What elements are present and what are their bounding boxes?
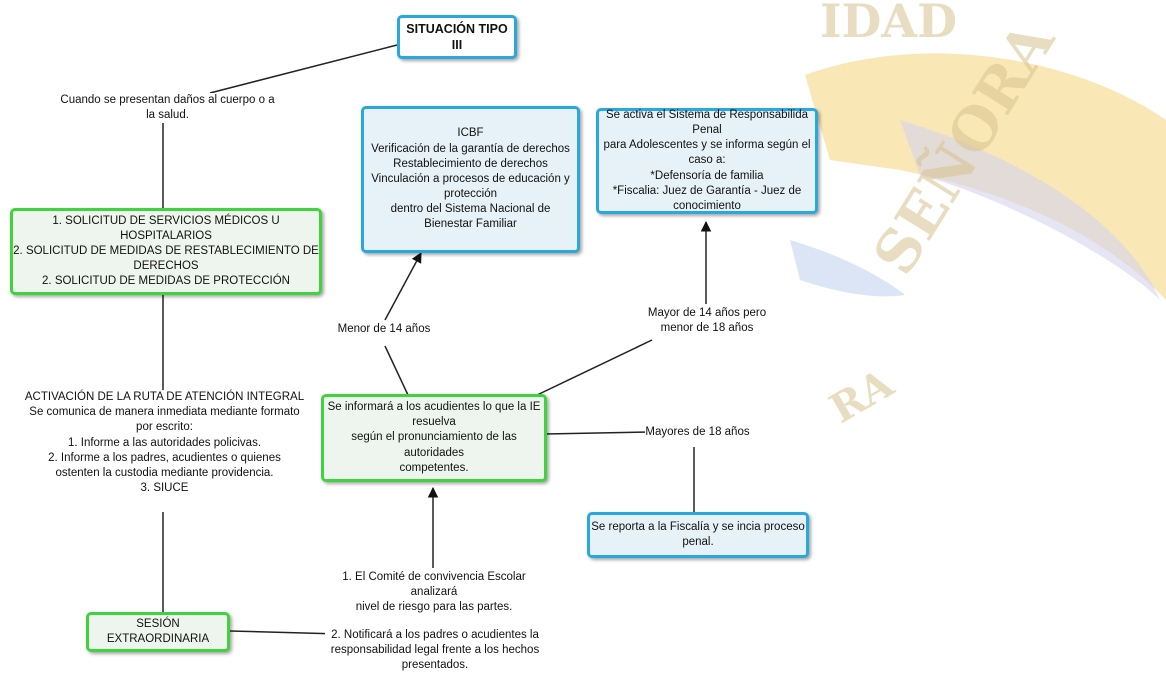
watermark-lavender-band xyxy=(900,120,1160,300)
title-node: SITUACIÓN TIPO III xyxy=(397,15,517,59)
danos-label: Cuando se presentan daños al cuerpo o a … xyxy=(60,93,275,124)
watermark-blue-shape xyxy=(790,240,905,297)
fiscalia-node: Se reporta a la Fiscalía y se incia proc… xyxy=(587,512,809,558)
menor-14-label: Menor de 14 años xyxy=(334,322,434,338)
connector-informara-to-mayores18 xyxy=(544,431,651,435)
sesion-extraordinaria-node: SESIÓN EXTRAORDINARIA xyxy=(86,612,230,652)
mayor-14-label: Mayor de 14 años pero menor de 18 años xyxy=(642,306,772,337)
solicitudes-node: 1. SOLICITUD DE SERVICIOS MÉDICOS U HOSP… xyxy=(10,208,322,295)
icbf-node: ICBF Verificación de la garantía de dere… xyxy=(361,106,580,253)
responsabilidad-penal-node: Se activa el Sistema de Responsabilida P… xyxy=(596,108,818,214)
comite-label: 1. El Comité de convivencia Escolar anal… xyxy=(318,570,550,616)
informara-acudientes-node: Se informará a los acudientes lo que la … xyxy=(321,394,547,482)
connector-sesion-to-notificara xyxy=(229,630,341,635)
ruta-atencion-label: ACTIVACIÓN DE LA RUTA DE ATENCIÓN INTEGR… xyxy=(22,390,307,497)
mayores-18-label: Mayores de 18 años xyxy=(645,425,750,441)
connector-title-to-danos xyxy=(209,44,398,94)
connector-informara-to-menor14 xyxy=(384,345,409,396)
notificara-label: 2. Notificará a los padres o acudientes … xyxy=(325,628,545,674)
connector-menor14-to-icbf xyxy=(384,252,422,321)
watermark-top-text: IDAD xyxy=(820,0,957,48)
connector-informara-to-mayor14 xyxy=(534,339,653,397)
